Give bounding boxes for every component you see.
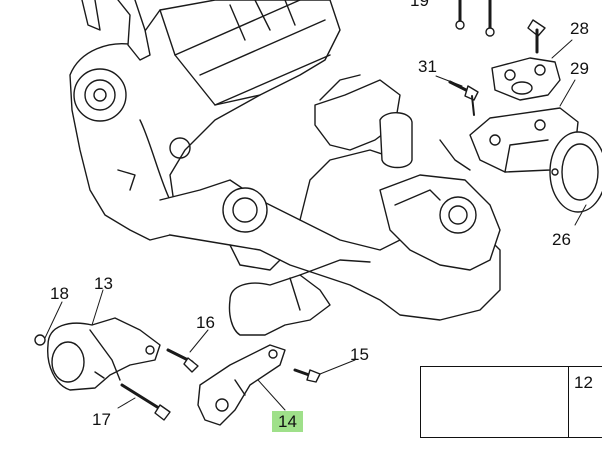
manual-reference-box-adjacent [568,366,602,438]
manual-reference-box [420,366,572,438]
callout-17: 17 [92,410,111,429]
bolt-part-31 [448,80,479,116]
bolt-part-16 [166,348,199,373]
bolt-part-15 [293,368,321,383]
mount-part-28 [491,57,561,101]
engine-assembly [69,0,501,336]
callout-13: 13 [94,274,113,293]
callout-18: 18 [50,284,69,303]
mount-part-26 [549,131,602,213]
bolts-top-19 [455,0,495,37]
bolt-part-18 [34,334,46,346]
callout-16: 16 [196,313,215,332]
callout-29: 29 [570,59,589,78]
callout-19: 19 [410,0,429,10]
callout-14-highlighted: 14 [272,411,303,432]
callout-12: 12 [574,373,593,392]
callout-15: 15 [350,345,369,364]
mount-part-13 [47,317,161,391]
leader-lines [44,39,587,411]
bolt-part-17 [120,383,171,421]
callout-28: 28 [570,19,589,38]
bolt-part-28 [527,19,546,54]
callout-31: 31 [418,57,437,76]
bracket-part-14 [197,344,286,426]
callout-26: 26 [552,230,571,249]
